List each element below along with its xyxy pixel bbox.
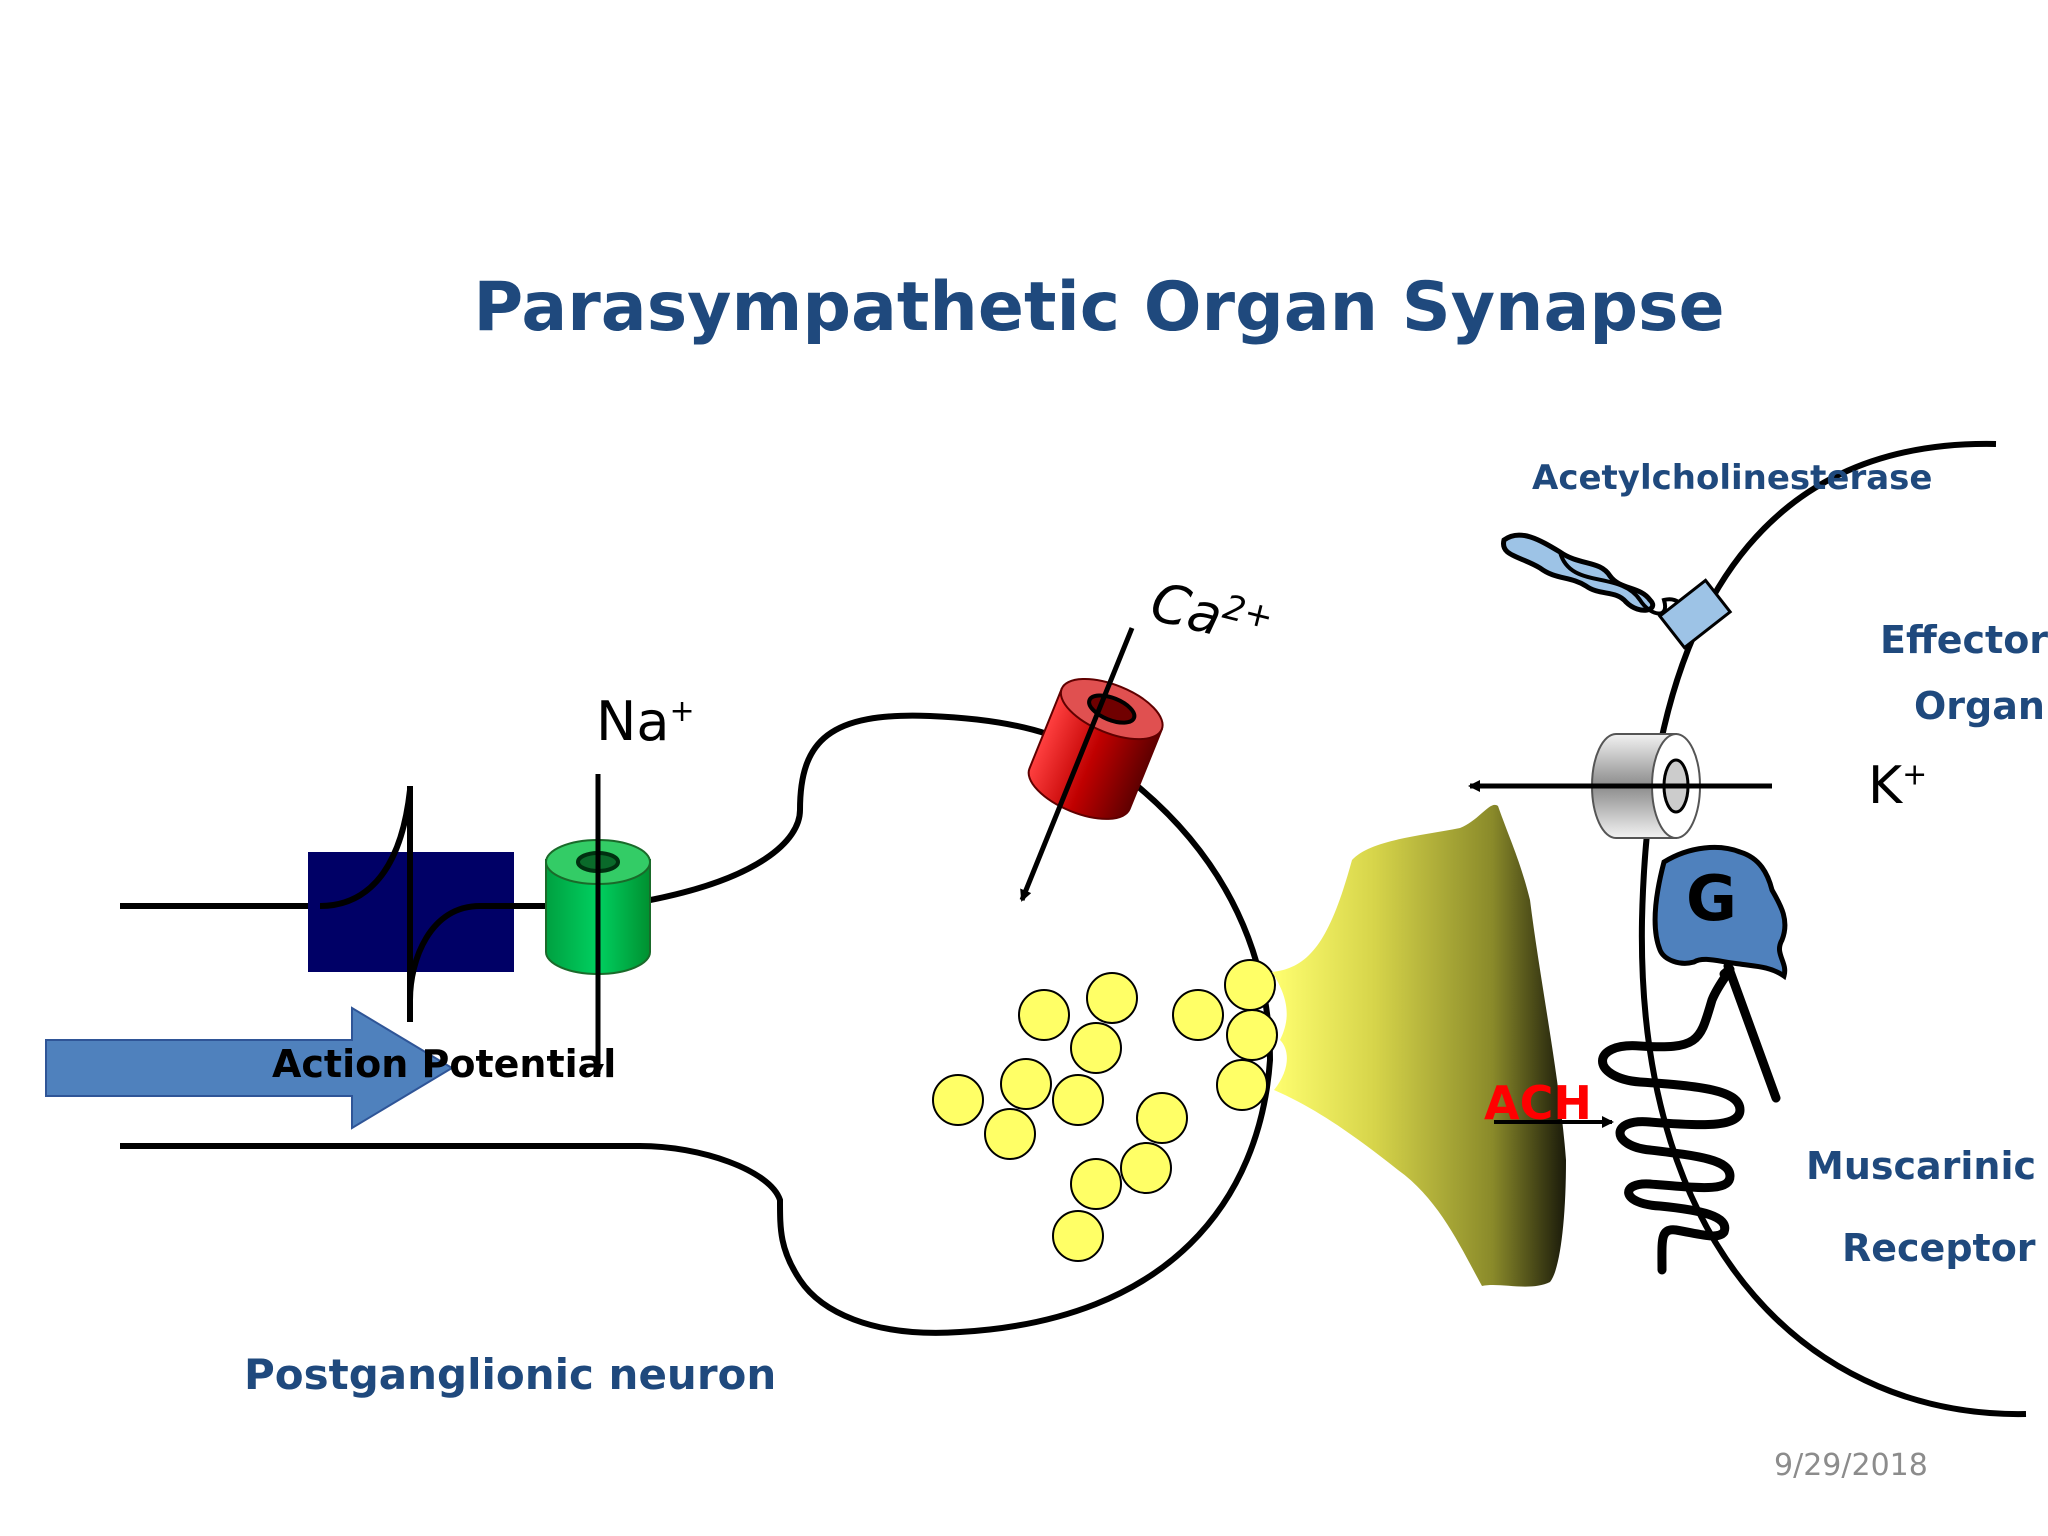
postganglionic-neuron-label: Postganglionic neuron <box>244 1350 777 1399</box>
k-text: K <box>1868 756 1903 816</box>
action-potential-label: Action Potential <box>272 1042 617 1086</box>
k-superscript: + <box>1902 757 1928 793</box>
action-potential-trace <box>319 786 560 1022</box>
muscarinic-receptor-label-line2: Receptor <box>1842 1226 2036 1270</box>
k-label: K+ <box>1868 756 1927 816</box>
synaptic-vesicles <box>932 959 1278 1262</box>
na-superscript: + <box>669 694 695 729</box>
acetylcholinesterase-label: Acetylcholinesterase <box>1532 458 1933 498</box>
effector-organ-label-line2: Organ <box>1914 684 2045 728</box>
receptor-tail <box>1723 961 1781 1103</box>
effector-organ-label-line1: Effector <box>1880 618 2048 662</box>
slide-date: 9/29/2018 <box>1774 1448 1928 1483</box>
na-label: Na+ <box>596 690 695 753</box>
acetylcholinesterase-shape <box>1501 532 1733 650</box>
page-title: Parasympathetic Organ Synapse <box>473 268 1725 347</box>
muscarinic-receptor-label-line1: Muscarinic <box>1806 1144 2037 1188</box>
g-protein-label: G <box>1686 862 1737 935</box>
ach-label: ACH <box>1484 1076 1592 1130</box>
action-potential-arrow <box>45 1006 454 1130</box>
na-text: Na <box>596 690 670 753</box>
ca-channel <box>1027 677 1164 820</box>
ach-cloud <box>1272 804 1566 1287</box>
effector-membrane <box>1638 440 2027 1418</box>
g-protein-shape <box>1652 844 1788 981</box>
ca-arrow <box>1019 627 1135 902</box>
muscarinic-receptor-shape <box>1598 964 1745 1275</box>
